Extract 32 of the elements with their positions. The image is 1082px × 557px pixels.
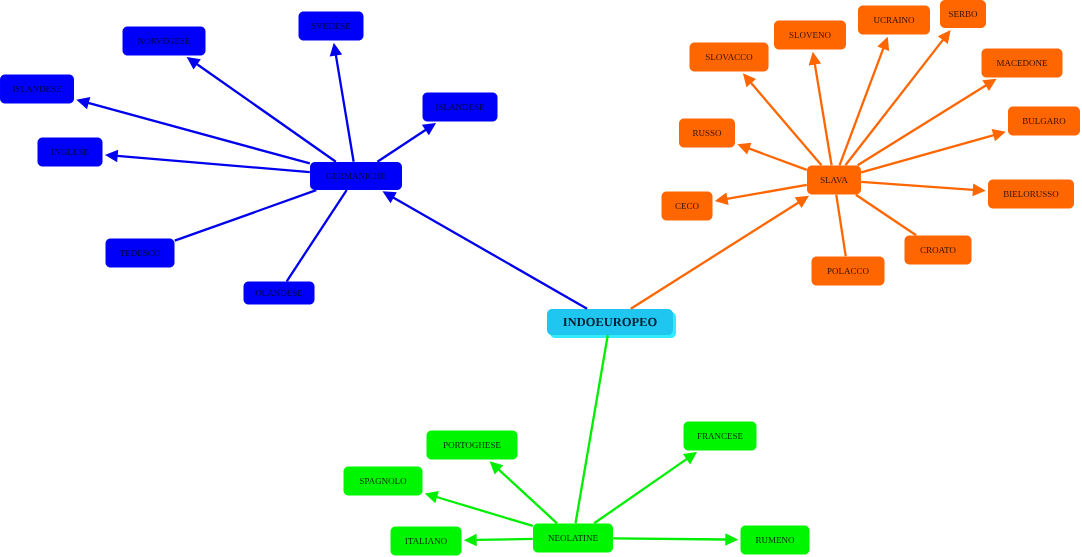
- language-box: SVEDESE: [298, 11, 364, 41]
- connector-line: [174, 189, 317, 242]
- language-box: RUSSO: [679, 118, 735, 148]
- language-box: MACEDONE: [981, 48, 1063, 78]
- connector-line: [574, 335, 609, 524]
- language-box: OLANDESE: [243, 281, 315, 305]
- group-box: GERMANICHE: [310, 162, 402, 190]
- language-box: SLOVACCO: [689, 42, 769, 72]
- language-box: CECO: [661, 191, 713, 221]
- connector-line: [285, 189, 348, 282]
- root-box: INDOEUROPEO: [547, 309, 676, 338]
- language-box: FRANCESE: [683, 421, 757, 451]
- connector-line: [855, 193, 917, 237]
- language-box: SERBO: [940, 0, 986, 28]
- connector-line: [835, 194, 847, 257]
- language-box: NORVEGESE: [122, 26, 206, 56]
- language-box: ITALIANO: [390, 526, 462, 556]
- language-box: TEDESCO: [105, 238, 175, 268]
- language-box: INGLESE: [37, 137, 103, 167]
- group-box: SLAVA: [807, 165, 861, 195]
- language-box: SLOVENO: [774, 20, 846, 50]
- language-box: RUMENO: [740, 525, 810, 555]
- language-box: BIELORUSSO: [988, 179, 1074, 209]
- language-box: BULGARO: [1008, 106, 1080, 136]
- language-box: PORTOGHESE: [426, 430, 518, 460]
- language-box: ISLANDESE: [0, 74, 74, 104]
- language-box: UCRAINO: [858, 5, 930, 35]
- language-box: ISLANDESE: [422, 92, 498, 122]
- language-box: SPAGNOLO: [343, 466, 423, 496]
- language-box: CROATO: [904, 235, 972, 265]
- language-box: POLACCO: [811, 256, 885, 286]
- group-box: NEOLATINE: [533, 523, 613, 553]
